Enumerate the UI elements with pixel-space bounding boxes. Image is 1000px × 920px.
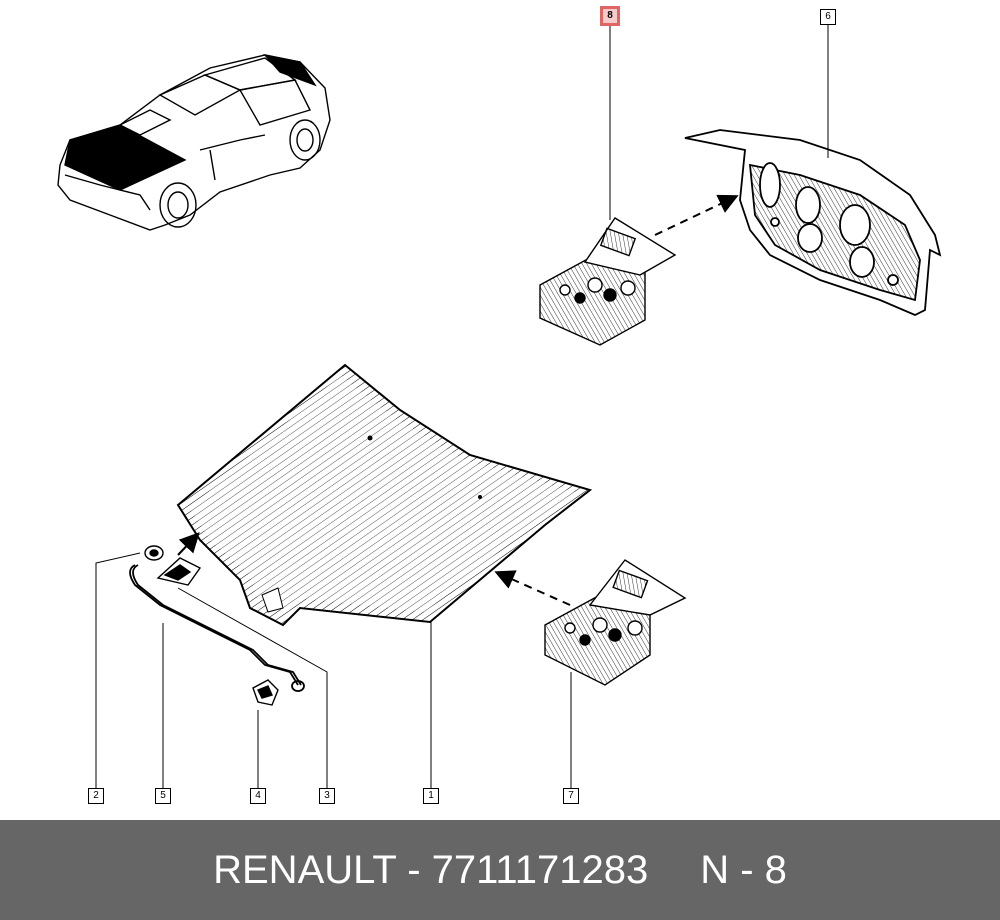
insulation-pad — [684, 129, 942, 316]
callout-1[interactable]: 1 — [423, 788, 439, 804]
leader-lines — [95, 25, 829, 788]
callout-3[interactable]: 3 — [319, 788, 335, 804]
hood-panel — [176, 363, 593, 627]
parts-exploded-diagram — [57, 25, 942, 788]
fastener-kit-8 — [539, 217, 677, 346]
latch-handle — [156, 557, 202, 586]
callout-5[interactable]: 5 — [155, 788, 171, 804]
callout-4[interactable]: 4 — [250, 788, 266, 804]
car-illustration — [57, 53, 331, 231]
callout-2[interactable]: 2 — [88, 788, 104, 804]
fastener-kit-7 — [544, 559, 687, 686]
callout-8[interactable]: 8 — [600, 6, 620, 26]
assembly-arrows — [177, 194, 739, 606]
footer-bar: RENAULT - 7711171283 N - 8 — [0, 820, 1000, 920]
part-reference: RENAULT - 7711171283 — [213, 847, 649, 892]
page-reference: N - 8 — [700, 847, 787, 892]
callout-6[interactable]: 6 — [820, 9, 836, 25]
grommet-clip — [144, 545, 164, 561]
release-cable — [129, 564, 305, 692]
support-clip — [252, 679, 279, 706]
callout-7[interactable]: 7 — [563, 788, 579, 804]
